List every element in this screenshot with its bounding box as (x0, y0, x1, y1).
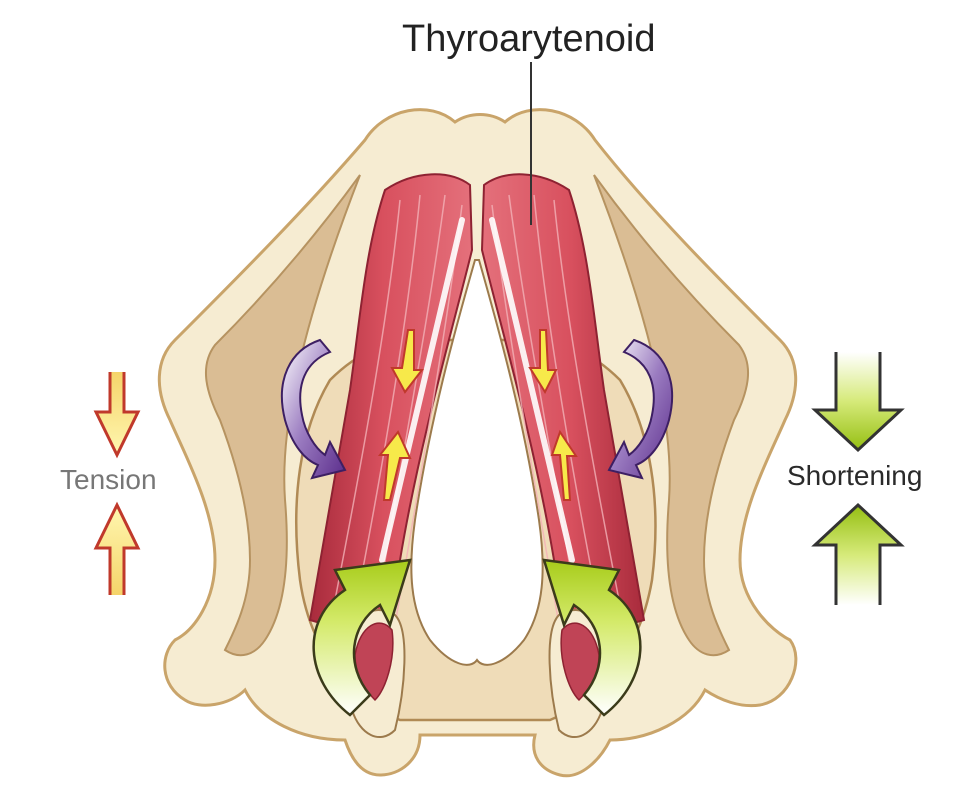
right-muscle-arrows (528, 329, 578, 501)
left-arytenoid (348, 609, 406, 739)
left-green-arrow (312, 558, 412, 717)
shortening-arrow-down (811, 352, 905, 453)
right-purple-arrow (607, 338, 674, 480)
glottis-opening (410, 259, 544, 666)
shortening-arrow-up (811, 502, 905, 605)
right-green-arrow (542, 558, 642, 717)
tension-label: Tension (60, 464, 157, 495)
left-purple-arrow (280, 338, 347, 480)
thyroarytenoid-label: Thyroarytenoid (402, 18, 656, 60)
right-arytenoid (548, 609, 606, 739)
shortening-label: Shortening (787, 460, 923, 491)
tension-arrow-up (93, 501, 141, 595)
tension-arrow-down (93, 372, 141, 459)
left-muscle-arrows (377, 329, 425, 501)
left-vocal-ligament (379, 217, 465, 563)
right-vocal-ligament (489, 217, 575, 563)
